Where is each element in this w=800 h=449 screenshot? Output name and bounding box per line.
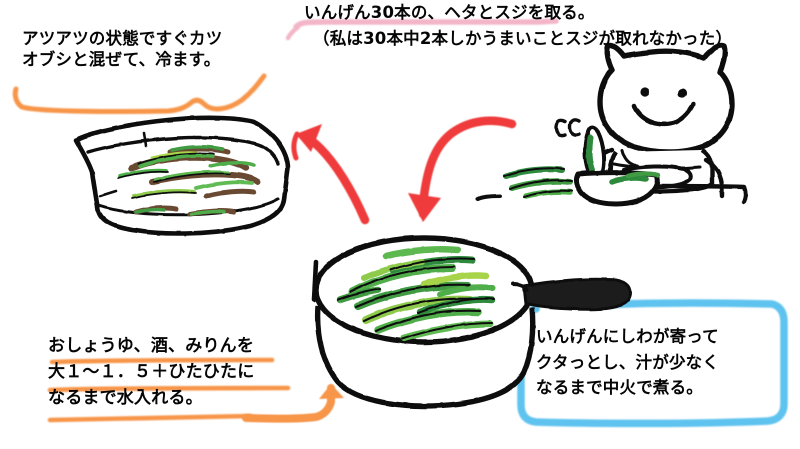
step2-line2: 大１〜１．５＋ひたひたに: [48, 361, 255, 382]
arrow-cat-to-pan: [408, 116, 517, 222]
motion-mark: [554, 118, 581, 138]
step1-prep-text: いんげん30本の、ヘタとスジを取る。: [304, 3, 595, 22]
step3-line1: いんげんにしわが寄って: [536, 327, 719, 346]
cat-cook-illustration: [476, 42, 748, 207]
step1-prep-note: （私は30本中2本しかうまいことスジが取れなかった）: [313, 29, 733, 48]
step4-underline: [12, 73, 267, 115]
step4-line1: アツアツの状態ですぐカツ: [22, 29, 223, 48]
arrow-seasoning-to-pan: [242, 384, 344, 423]
step4-line2: オブシと混ぜて、冷ます。: [22, 50, 221, 70]
serving-dish-illustration: [73, 115, 291, 236]
arrow-pan-to-dish: [291, 124, 370, 225]
step3-simmer-text: いんげんにしわが寄ってクタっとし、汁が少なくなるまで中火で煮る。: [536, 324, 719, 401]
step2-season-text: おしょうゆ、酒、みりんを大１〜１．５＋ひたひたになるまで水入れる。: [48, 334, 254, 411]
step4-finish-text: アツアツの状態ですぐカツオブシと混ぜて、冷ます。: [22, 28, 222, 71]
beans-in-pan: [336, 246, 496, 342]
step3-line2: クタっとし、汁が少なく: [536, 352, 720, 372]
step3-line3: なるまで中火で煮る。: [536, 378, 703, 398]
step2-line1: おしょうゆ、酒、みりんを: [48, 336, 255, 356]
step2-line3: なるまで水入れる。: [48, 387, 203, 408]
